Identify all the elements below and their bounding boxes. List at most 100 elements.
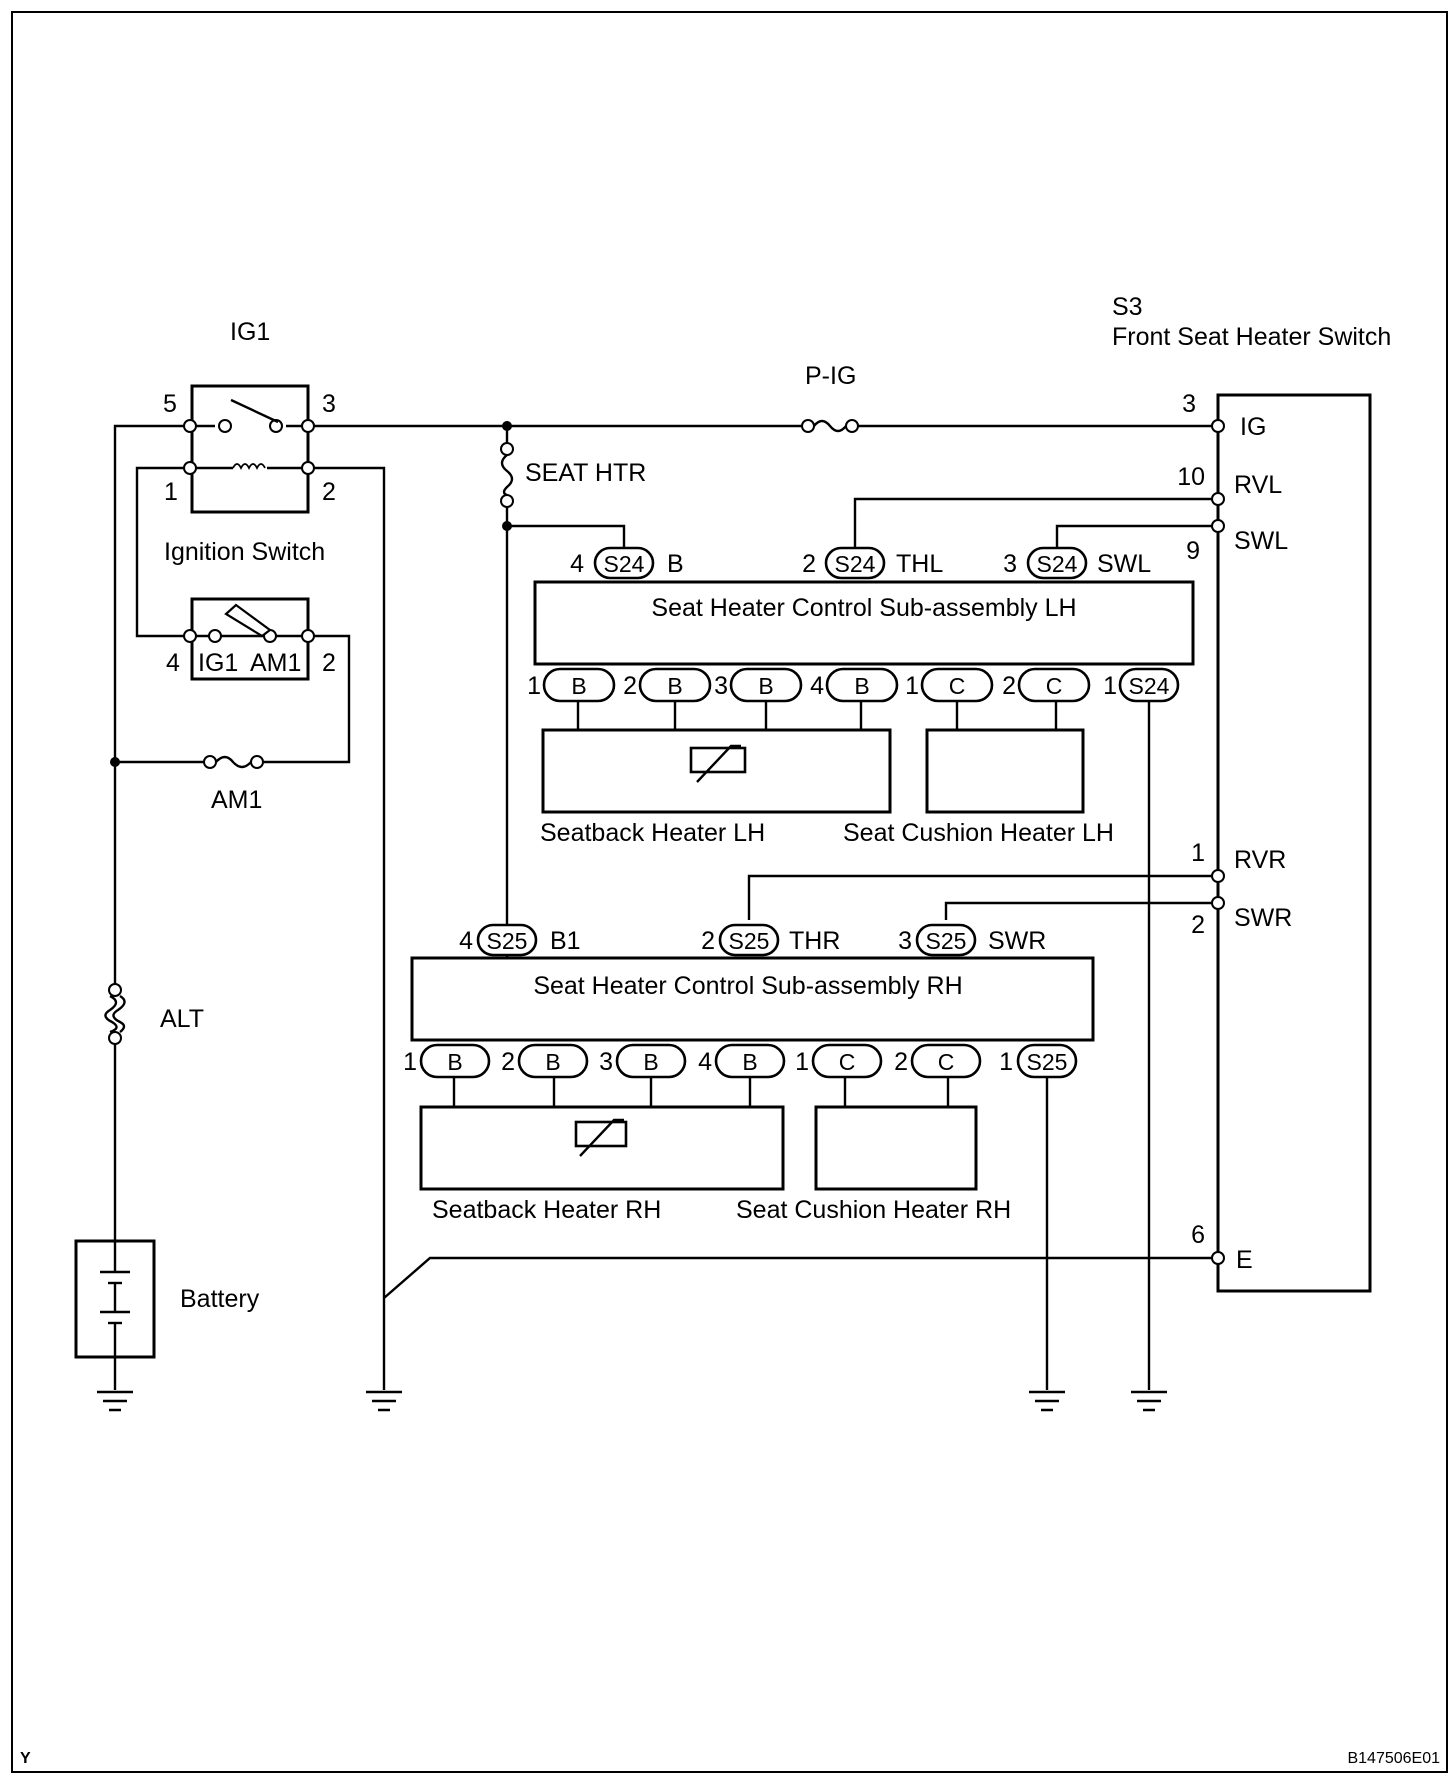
- connector-pill: [1026, 546, 1088, 580]
- lh-bottom-conn: B: [667, 673, 682, 699]
- relay-pin-5: 5: [163, 390, 177, 418]
- rh-top-sig: THR: [789, 927, 840, 955]
- fuse-seat-htr: [500, 442, 514, 508]
- switch-pin-ig-no: 3: [1182, 390, 1196, 418]
- connector-pill: [419, 1043, 491, 1079]
- thermistor-lh-symbol: [689, 744, 747, 783]
- lh-bottom-pin-no: 1: [527, 672, 541, 700]
- control-rh-box: [410, 956, 1095, 1042]
- lh-top-sig: SWL: [1097, 550, 1151, 578]
- rh-top-conn: S25: [926, 928, 967, 954]
- lh-top-conn: S24: [835, 551, 876, 577]
- switch-pin-e-no: 6: [1191, 1221, 1205, 1249]
- switch-pin-swl-no: 9: [1186, 537, 1200, 565]
- relay-pin-3: 3: [322, 390, 336, 418]
- footer-left-label: Y: [20, 1750, 31, 1767]
- lh-bottom-pin-no: 3: [714, 672, 728, 700]
- connector-pill: [517, 1043, 589, 1079]
- seat-cushion-heater-rh-label: Seat Cushion Heater RH: [736, 1196, 1011, 1224]
- control-lh-label: Seat Heater Control Sub-assembly LH: [651, 594, 1076, 622]
- fuse-alt: [104, 983, 126, 1045]
- lh-bottom-pin-no: 2: [1002, 672, 1016, 700]
- switch-pin-rvl: RVL: [1234, 471, 1282, 499]
- fuse-am1: [203, 755, 264, 769]
- switch-pin-rvl-no: 10: [1177, 463, 1205, 491]
- junction-dot: [502, 521, 512, 531]
- control-lh-box: [533, 580, 1195, 666]
- lh-bottom-pin-no: 1: [905, 672, 919, 700]
- connector-pill: [915, 923, 977, 957]
- ign-contact-ig1-label: IG1: [198, 649, 238, 677]
- connector-pill: [714, 1043, 786, 1079]
- lh-bottom-pin-no: 2: [623, 672, 637, 700]
- ign-pin-2: 2: [322, 649, 336, 677]
- fuse-seat-htr-label: SEAT HTR: [525, 459, 646, 487]
- footer-right-label: B147506E01: [1347, 1750, 1440, 1767]
- fuse-pig-label: P-IG: [805, 362, 856, 390]
- ignition-switch: [183, 597, 315, 681]
- lh-bottom-conn: C: [1046, 673, 1063, 699]
- lh-bottom-pin-no: 4: [810, 672, 824, 700]
- ground-battery: [97, 1390, 133, 1412]
- rh-top-pin-no: 2: [701, 927, 715, 955]
- rh-bottom-pin-no: 1: [795, 1048, 809, 1076]
- rh-bottom-pin-no: 1: [403, 1048, 417, 1076]
- ignition-switch-label: Ignition Switch: [164, 538, 325, 566]
- connector-pill: [1017, 667, 1091, 703]
- lh-bottom-conn: B: [571, 673, 586, 699]
- connector-pill: [718, 923, 780, 957]
- rh-top-sig: SWR: [988, 927, 1046, 955]
- diagram-frame: [11, 11, 1448, 1773]
- switch-pin-rvr-no: 1: [1191, 839, 1205, 867]
- rh-bottom-conn: S25: [1027, 1049, 1068, 1075]
- seat-cushion-heater-rh-box: [814, 1105, 978, 1191]
- lh-top-sig: B: [667, 550, 684, 578]
- ig1-relay-label: IG1: [230, 318, 270, 346]
- connector-pill: [910, 1043, 982, 1079]
- ground-s24: [1131, 1390, 1167, 1412]
- thermistor-rh-symbol: [574, 1118, 628, 1157]
- connector-pill: [811, 1043, 883, 1079]
- lh-bottom-conn: C: [949, 673, 966, 699]
- front-seat-heater-switch: [1211, 393, 1372, 1293]
- rh-top-sig: B1: [550, 927, 581, 955]
- seatback-heater-rh-box: [419, 1105, 785, 1191]
- seatback-heater-lh-label: Seatback Heater LH: [540, 819, 765, 847]
- junction-dot: [110, 757, 120, 767]
- rh-bottom-conn: B: [643, 1049, 658, 1075]
- connector-pill: [638, 667, 712, 703]
- connector-pill: [542, 667, 616, 703]
- lh-top-pin-no: 4: [570, 550, 584, 578]
- connector-pill: [825, 667, 899, 703]
- control-rh-label: Seat Heater Control Sub-assembly RH: [533, 972, 962, 1000]
- lh-top-pin-no: 3: [1003, 550, 1017, 578]
- lh-top-sig: THL: [896, 550, 943, 578]
- switch-pin-rvr: RVR: [1234, 846, 1286, 874]
- connector-pill: [615, 1043, 687, 1079]
- rh-bottom-conn: B: [545, 1049, 560, 1075]
- seatback-heater-rh-label: Seatback Heater RH: [432, 1196, 661, 1224]
- fuse-pig: [801, 419, 859, 433]
- lh-top-pin-no: 2: [802, 550, 816, 578]
- seat-cushion-heater-lh-box: [925, 728, 1085, 814]
- connector-pill: [1016, 1043, 1078, 1079]
- rh-bottom-pin-no: 4: [698, 1048, 712, 1076]
- lh-top-conn: S24: [604, 551, 645, 577]
- ig1-relay: [183, 384, 315, 514]
- junctions: [110, 421, 512, 767]
- lh-top-conn: S24: [1037, 551, 1078, 577]
- connector-pill: [729, 667, 803, 703]
- rh-bottom-conn: B: [447, 1049, 462, 1075]
- rh-bottom-conn: B: [742, 1049, 757, 1075]
- switch-pin-ig: IG: [1240, 413, 1266, 441]
- fuse-am1-label: AM1: [211, 786, 262, 814]
- connector-pill: [1118, 667, 1180, 703]
- ign-contact-am1-label: AM1: [250, 649, 301, 677]
- rh-bottom-pin-no: 2: [894, 1048, 908, 1076]
- switch-name-label: Front Seat Heater Switch: [1112, 323, 1391, 351]
- battery-label: Battery: [180, 1285, 260, 1313]
- rh-top-conn: S25: [487, 928, 528, 954]
- ground-s25: [1029, 1390, 1065, 1412]
- lh-bottom-conn: B: [854, 673, 869, 699]
